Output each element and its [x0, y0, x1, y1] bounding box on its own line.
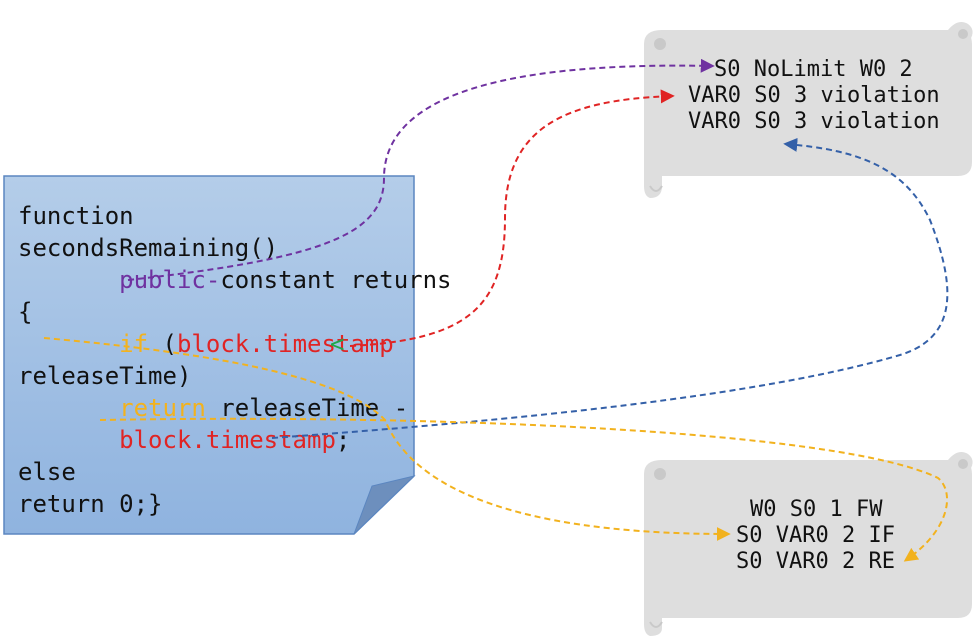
code-line-return: return releaseTime -	[18, 394, 480, 422]
code-line-modifiers: public-constant returns	[18, 266, 524, 294]
code-line-open-brace: {	[18, 298, 32, 326]
bottom-scroll-line-2: S0 VAR0 2 IF	[736, 523, 895, 548]
code-paren: (	[148, 330, 177, 358]
code-timestamp-1: block.timestamp	[177, 330, 394, 358]
code-line-signature: secondsRemaining()	[18, 234, 278, 262]
code-semicolon: ;	[336, 426, 350, 454]
bottom-scroll-line-3: S0 VAR0 2 RE	[736, 549, 895, 574]
code-return-expr: releaseTime -	[206, 394, 408, 422]
code-line-function: function	[18, 202, 134, 230]
purple-connector	[127, 58, 715, 281]
code-line-return-zero: return 0;}	[18, 490, 163, 518]
top-scroll-line-3: VAR0 S0 3 violation	[688, 109, 940, 134]
red-connector	[349, 89, 675, 347]
code-block: function secondsRemaining() public-const…	[18, 202, 524, 518]
keyword-return: return	[119, 394, 206, 422]
top-scroll	[644, 22, 973, 198]
bottom-scroll	[644, 452, 973, 636]
top-scroll-line-1: S0 NoLimit W0 2	[714, 57, 913, 82]
operator-less-than: <	[330, 330, 344, 358]
code-line-else: else	[18, 458, 76, 486]
code-note	[3, 175, 416, 535]
bottom-scroll-text: W0 S0 1 FW S0 VAR0 2 IF S0 VAR0 2 RE	[736, 497, 895, 574]
top-scroll-line-2: VAR0 S0 3 violation	[688, 83, 940, 108]
code-line-if: if (block.timestamp	[18, 330, 466, 358]
code-line-timestamp: block.timestamp;	[18, 426, 423, 454]
code-returns: constant returns	[220, 266, 451, 294]
code-line-release: releaseTime)	[18, 362, 191, 390]
code-timestamp-2: block.timestamp	[119, 426, 336, 454]
top-scroll-text: S0 NoLimit W0 2 VAR0 S0 3 violation VAR0…	[688, 57, 940, 134]
bottom-scroll-line-1: W0 S0 1 FW	[750, 497, 883, 522]
blue-connector	[271, 137, 949, 439]
keyword-if: if	[119, 330, 148, 358]
keyword-dash: -	[206, 266, 220, 294]
orange-connector-return	[99, 417, 948, 562]
connectors	[43, 58, 949, 562]
